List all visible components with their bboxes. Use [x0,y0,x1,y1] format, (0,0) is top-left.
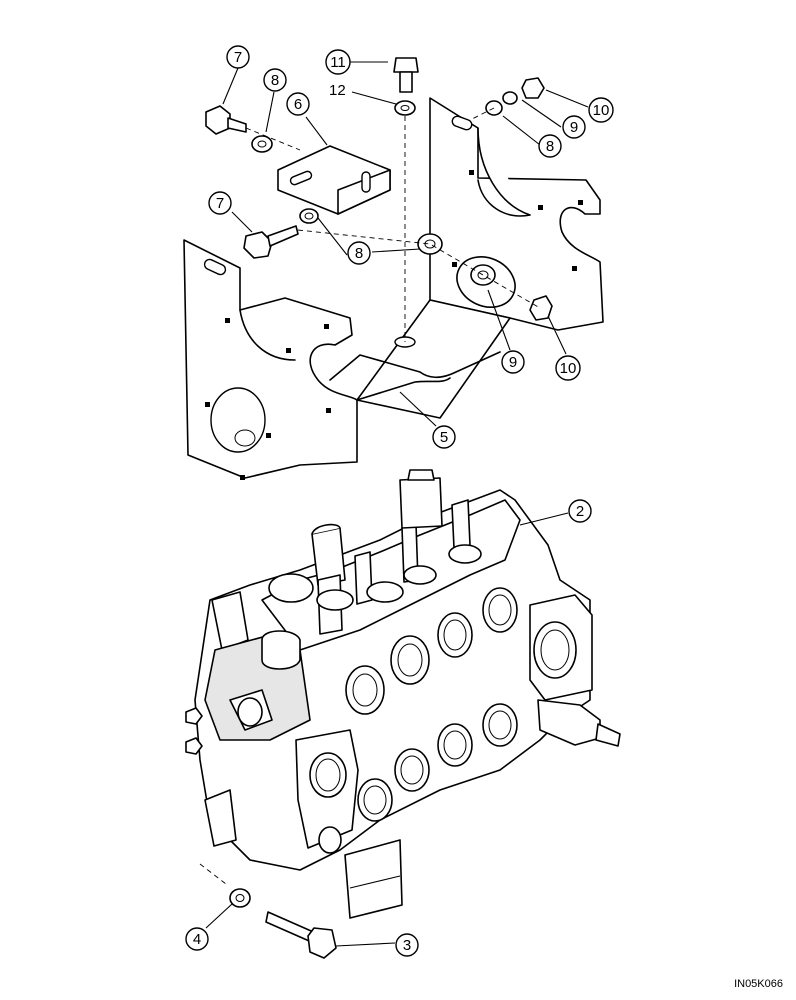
callout-label: 10 [593,102,610,119]
callout-label: 5 [440,429,448,446]
callout-label: 11 [330,54,346,71]
callout-12-label: 12 [329,82,346,99]
callout-7-top: 7 [226,45,250,69]
control-valve [185,469,621,919]
reference-code: IN05K066 [734,978,783,990]
callout-label: 3 [403,937,411,954]
callout-6: 6 [286,92,310,116]
callout-label: 6 [294,96,302,113]
callout-11: 11 [325,49,351,75]
callout-label: 9 [509,354,517,371]
callout-label: 8 [355,245,363,262]
callout-label: 7 [234,49,242,66]
callout-9-middle: 9 [501,350,525,374]
callout-8-middle: 8 [347,241,371,265]
callout-label: 2 [576,503,584,520]
mounting-bracket [183,97,604,480]
leader-lines [205,61,589,947]
callout-label: 10 [560,360,577,377]
callout-3: 3 [395,933,419,957]
callout-7-middle: 7 [208,191,232,215]
callout-label: 8 [271,72,279,89]
callout-10-top: 10 [588,97,614,123]
callout-4: 4 [185,927,209,951]
callout-label: 8 [546,138,554,155]
callout-8-right: 8 [538,134,562,158]
callout-5: 5 [432,425,456,449]
callout-8-top: 8 [263,68,287,92]
callout-2: 2 [568,499,592,523]
callout-label: 4 [193,931,201,948]
callout-10-middle: 10 [555,355,581,381]
callout-label: 7 [216,195,224,212]
small-bracket [277,145,391,215]
callout-label: 9 [570,119,578,136]
callout-9-top: 9 [562,115,586,139]
fasteners [199,57,553,959]
